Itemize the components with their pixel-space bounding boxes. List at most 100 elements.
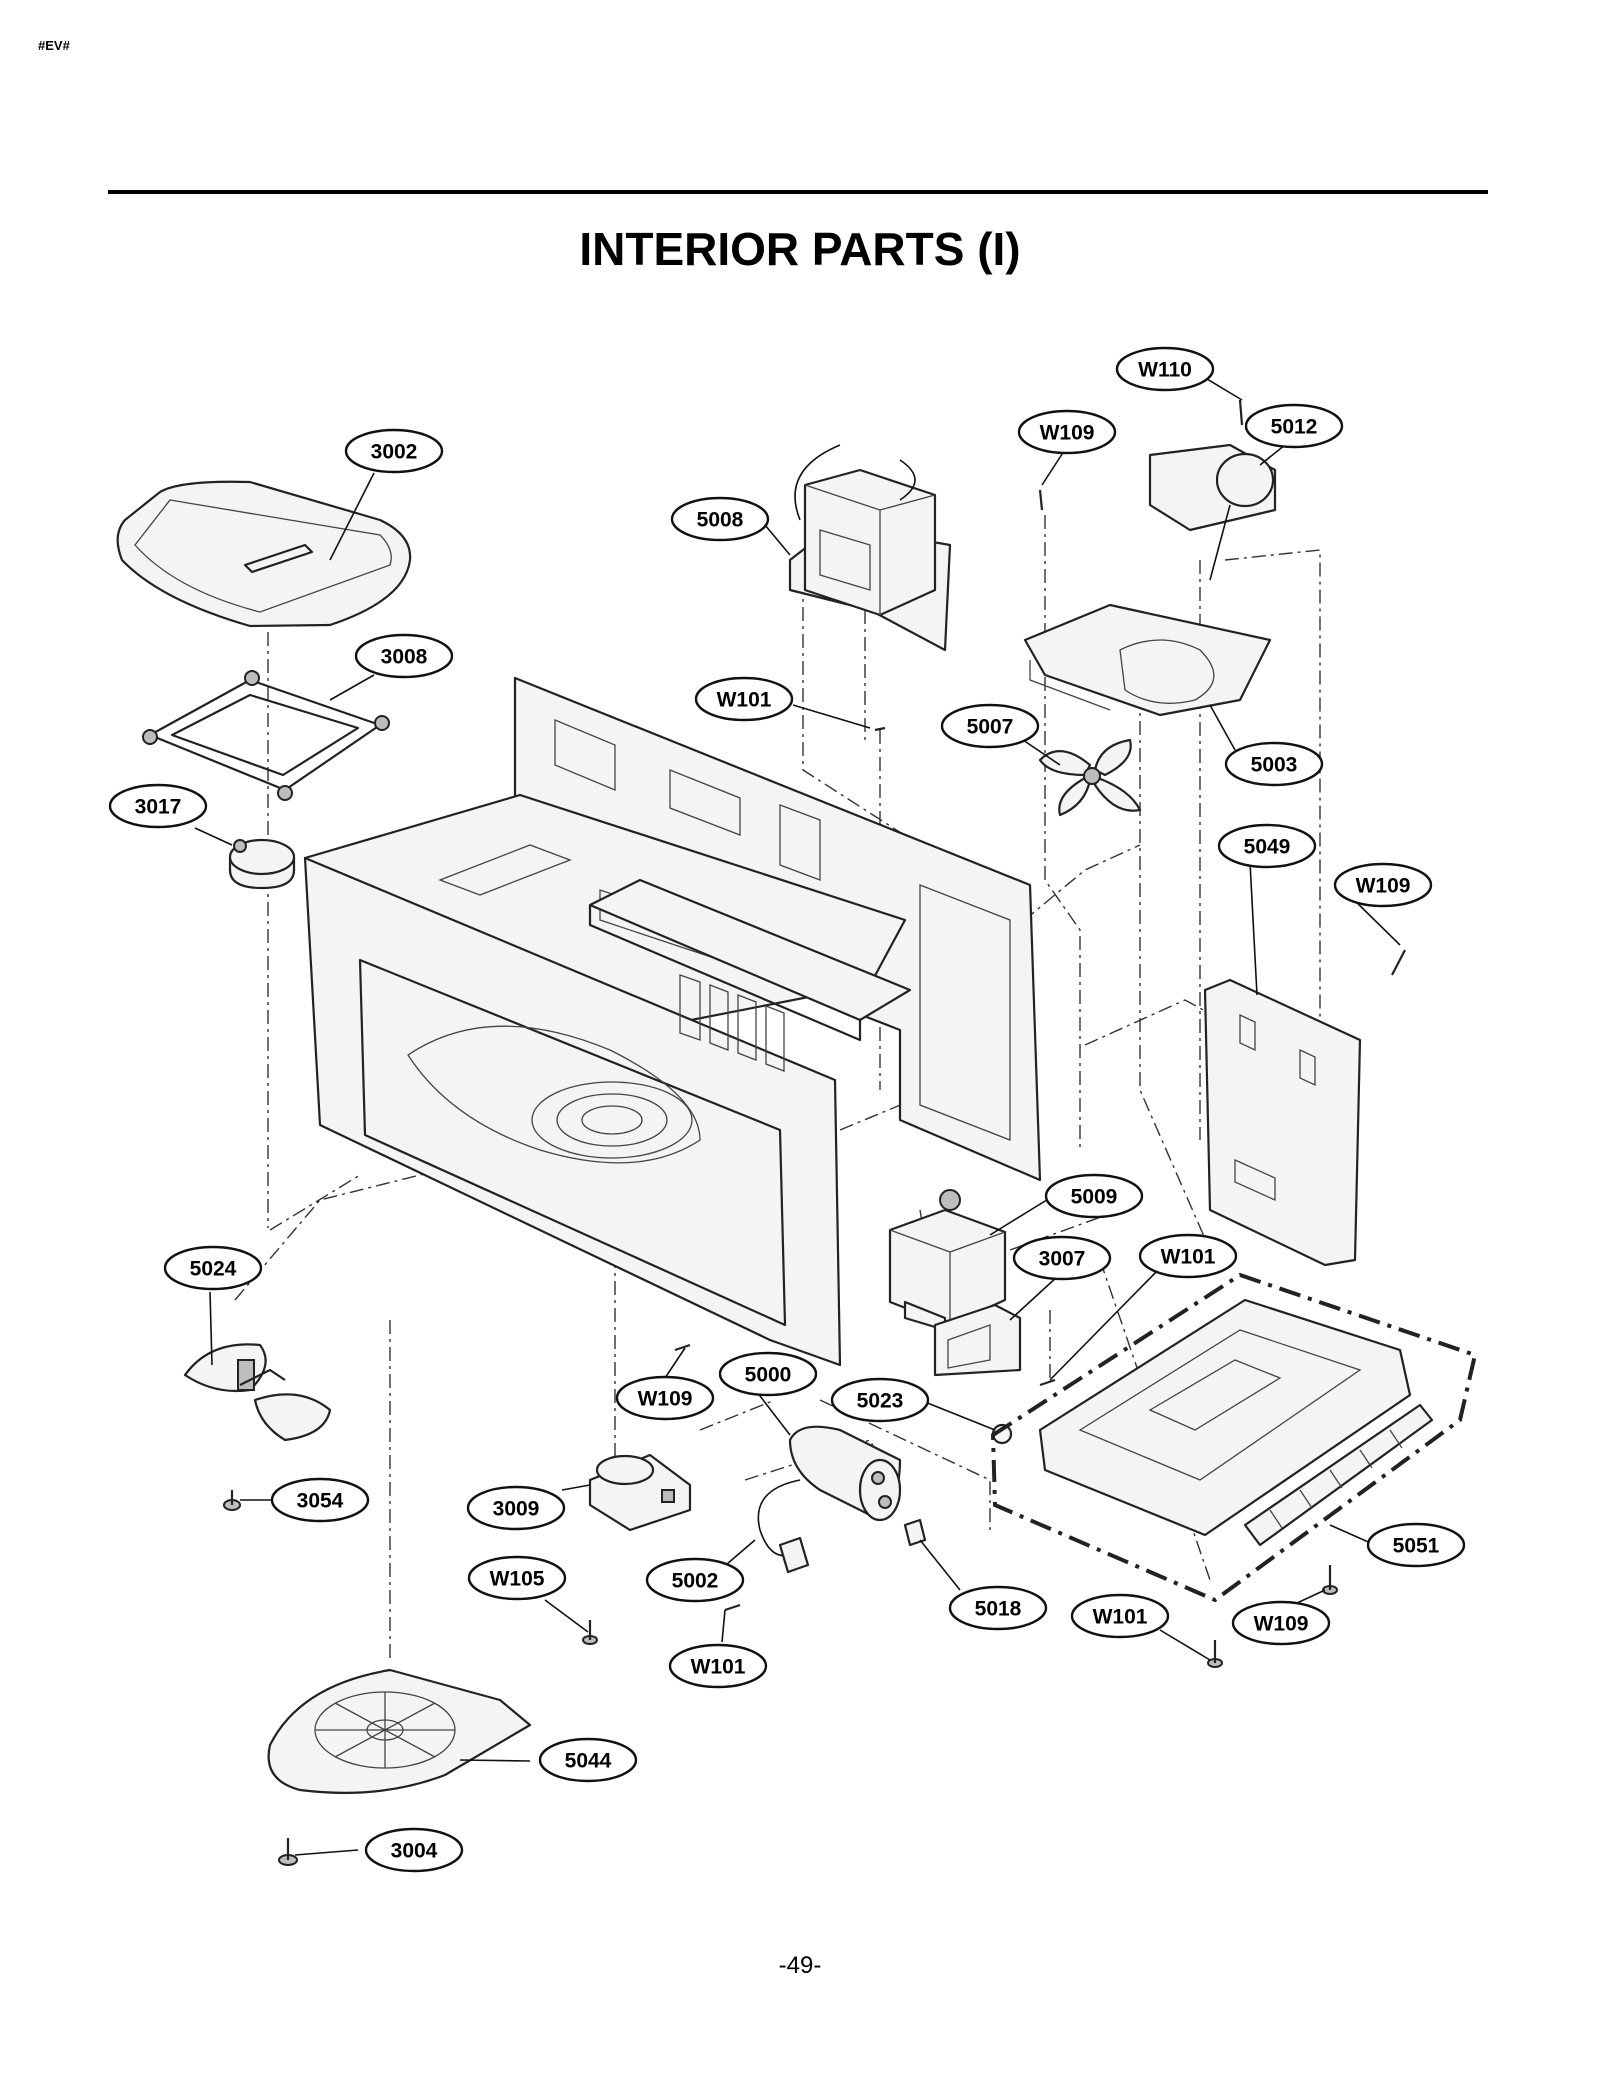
callout-label: 5002 xyxy=(672,1570,719,1593)
callout-w110: W110 xyxy=(1115,346,1215,392)
fan-bracket-part xyxy=(1023,603,1272,717)
callout-w101: W101 xyxy=(694,676,794,722)
callout-3054: 3054 xyxy=(270,1477,370,1523)
callout-5023: 5023 xyxy=(830,1377,930,1423)
callout-label: W109 xyxy=(1356,875,1411,898)
callout-w109: W109 xyxy=(1231,1600,1331,1646)
callout-5044: 5044 xyxy=(538,1737,638,1783)
callout-5009: 5009 xyxy=(1044,1173,1144,1219)
callout-ellipse xyxy=(467,1555,567,1601)
callout-ellipse xyxy=(1138,1233,1238,1279)
callout-3002: 3002 xyxy=(344,428,444,474)
callout-label: 3002 xyxy=(371,441,418,464)
callout-w101: W101 xyxy=(1138,1233,1238,1279)
callout-ellipse xyxy=(1231,1600,1331,1646)
oven-cavity-part xyxy=(303,676,1042,1367)
callout-5012: 5012 xyxy=(1244,403,1344,449)
callout-label: 3004 xyxy=(391,1840,438,1863)
callout-ellipse xyxy=(344,428,444,474)
callout-ellipse xyxy=(1070,1593,1170,1639)
callout-ellipse xyxy=(163,1245,263,1291)
callout-label: 3017 xyxy=(135,796,182,819)
callout-label: 5012 xyxy=(1271,416,1318,439)
callout-ellipse xyxy=(108,783,208,829)
callout-label: W101 xyxy=(1093,1606,1148,1629)
callout-ellipse xyxy=(1366,1522,1466,1568)
callout-5000: 5000 xyxy=(718,1351,818,1397)
page-title: INTERIOR PARTS (I) xyxy=(579,223,1021,275)
callout-ellipse xyxy=(694,676,794,722)
document-tag: #EV# xyxy=(38,38,70,53)
callout-ellipse xyxy=(668,1643,768,1689)
callout-3008: 3008 xyxy=(354,633,454,679)
callout-label: 3007 xyxy=(1039,1248,1086,1271)
callout-w109: W109 xyxy=(1017,409,1117,455)
callout-w109: W109 xyxy=(1333,862,1433,908)
callout-5003: 5003 xyxy=(1224,741,1324,787)
callout-label: W110 xyxy=(1138,359,1192,382)
callout-label: 5051 xyxy=(1393,1535,1440,1558)
callout-ellipse xyxy=(940,703,1040,749)
callout-ellipse xyxy=(354,633,454,679)
callout-ellipse xyxy=(1115,346,1215,392)
callout-5024: 5024 xyxy=(163,1245,263,1291)
callout-label: 5009 xyxy=(1071,1186,1118,1209)
coupler-part xyxy=(228,838,296,890)
callout-label: 3054 xyxy=(297,1490,344,1513)
header-rule xyxy=(108,190,1488,194)
capacitor-part xyxy=(757,1425,927,1574)
callout-label: 5024 xyxy=(190,1258,237,1281)
callout-ellipse xyxy=(615,1375,715,1421)
callout-ellipse xyxy=(670,496,770,542)
callout-label: W109 xyxy=(1254,1613,1309,1636)
callout-ellipse xyxy=(1224,741,1324,787)
callout-5051: 5051 xyxy=(1366,1522,1466,1568)
callout-w105: W105 xyxy=(467,1555,567,1601)
callout-label: 5000 xyxy=(745,1364,792,1387)
callout-ellipse xyxy=(1017,409,1117,455)
page-number: -49- xyxy=(778,1952,822,1979)
callout-ellipse xyxy=(1012,1235,1112,1281)
callout-5008: 5008 xyxy=(670,496,770,542)
callout-label: 5023 xyxy=(857,1390,904,1413)
fan-blade-part xyxy=(1038,738,1142,817)
callout-label: 5049 xyxy=(1244,836,1291,859)
callout-ellipse xyxy=(1044,1173,1144,1219)
callout-label: 5003 xyxy=(1251,754,1298,777)
callout-label: 5018 xyxy=(975,1598,1022,1621)
callout-label: W105 xyxy=(490,1568,545,1591)
magnetron-bracket-part xyxy=(933,1303,1022,1377)
callout-5002: 5002 xyxy=(645,1557,745,1603)
side-panel-part xyxy=(1203,978,1362,1267)
callout-w101: W101 xyxy=(1070,1593,1170,1639)
callout-3017: 3017 xyxy=(108,783,208,829)
callout-ellipse xyxy=(1244,403,1344,449)
callout-label: 5008 xyxy=(697,509,744,532)
callout-ellipse xyxy=(1333,862,1433,908)
callout-w109: W109 xyxy=(615,1375,715,1421)
filter-strip-part xyxy=(1243,1403,1434,1547)
turntable-motor-part xyxy=(588,1453,692,1532)
callout-5007: 5007 xyxy=(940,703,1040,749)
callout-ellipse xyxy=(830,1377,930,1423)
stirrer-blade-part xyxy=(183,1343,332,1442)
callout-3004: 3004 xyxy=(364,1827,464,1873)
callout-label: 3009 xyxy=(493,1498,540,1521)
callout-label: 5044 xyxy=(565,1750,612,1773)
callout-label: W109 xyxy=(638,1388,693,1411)
callout-ellipse xyxy=(364,1827,464,1873)
transformer-part xyxy=(788,444,952,652)
callout-ellipse xyxy=(466,1485,566,1531)
fan-motor-part xyxy=(1148,443,1277,581)
callout-ellipse xyxy=(948,1585,1048,1631)
glass-tray-part xyxy=(116,480,412,628)
callout-label: 3008 xyxy=(381,646,428,669)
callout-ellipse xyxy=(645,1557,745,1603)
callout-label: W109 xyxy=(1040,422,1095,445)
callout-label: 5007 xyxy=(967,716,1014,739)
callout-bubbles: W1105012W109300250083008W101500750033017… xyxy=(108,346,1466,1873)
stirrer-cover-part xyxy=(267,1668,532,1794)
callout-ellipse xyxy=(718,1351,818,1397)
callout-ellipse xyxy=(270,1477,370,1523)
